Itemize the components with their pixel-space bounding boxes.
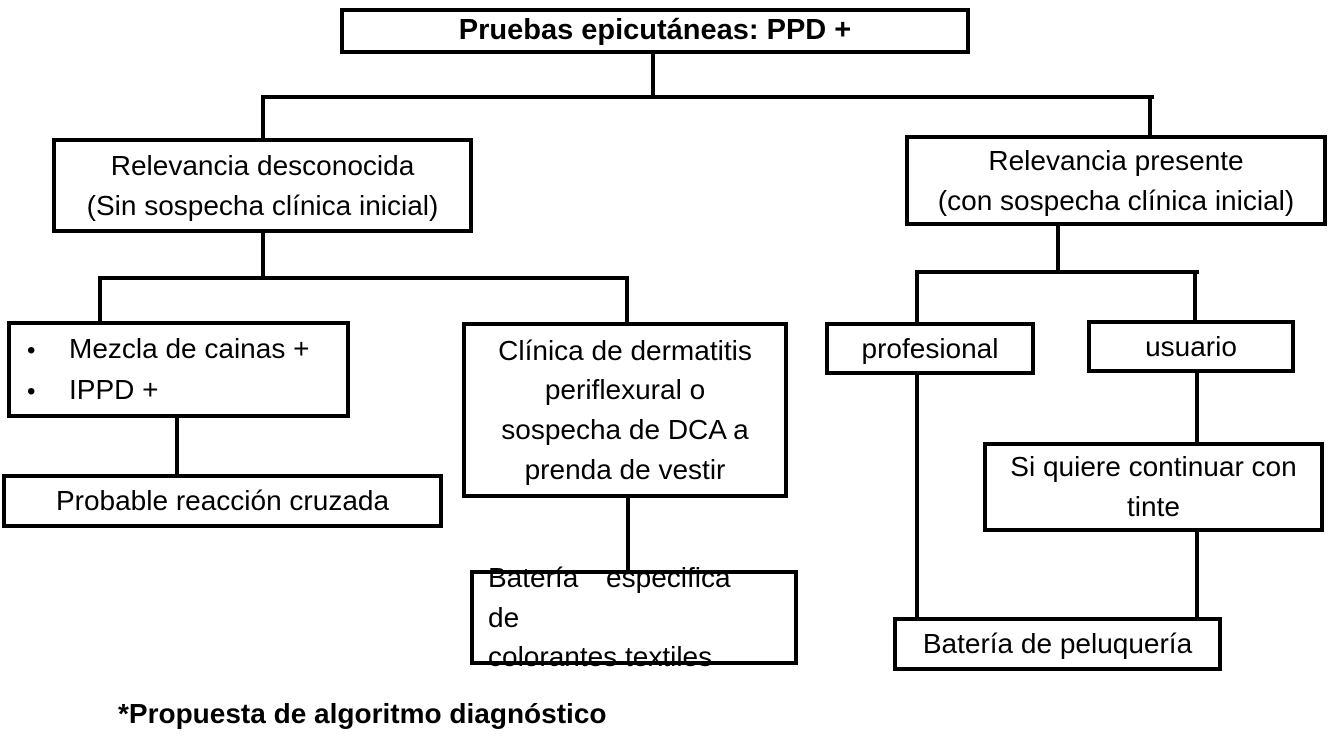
bullet-item-ippd-label: IPPD + <box>69 373 159 405</box>
connector-unknown-stem <box>261 233 265 278</box>
node-probable-reaccion-cruzada-label: Probable reacción cruzada <box>55 485 390 517</box>
node-bateria-colorantes-textiles: Batería especifica de colorantes textile… <box>470 562 798 672</box>
node-profesional-label: profesional <box>861 332 999 364</box>
connector-drop-present <box>1148 95 1152 137</box>
node-bateria-peluqueria-label: Batería de peluquería <box>922 628 1193 660</box>
node-bateria-colorantes-textiles-line2: colorantes textiles <box>488 641 713 673</box>
node-si-quiere-continuar-tinte: Si quiere continuar con tinte <box>983 442 1324 532</box>
node-usuario-label: usuario <box>1145 330 1237 362</box>
node-si-quiere-continuar-tinte-line2: tinte <box>1127 491 1180 522</box>
bullet-icon: • <box>27 336 36 364</box>
node-pruebas-epicutaneas: Pruebas epicutáneas: PPD + <box>340 8 970 54</box>
node-bateria-colorantes-textiles-line1: Batería especifica de <box>488 561 731 633</box>
node-profesional: profesional <box>825 322 1035 375</box>
node-clinica-dermatitis-line1: Clínica de dermatitis <box>498 334 752 366</box>
node-probable-reaccion-cruzada: Probable reacción cruzada <box>2 474 443 528</box>
connector-level2-left-horizontal <box>98 276 629 280</box>
node-relevancia-presente-line2: (con sospecha clínica inicial) <box>937 184 1295 216</box>
connector-level1-horizontal <box>262 95 1154 99</box>
footnote: *Propuesta de algoritmo diagnóstico <box>118 698 607 729</box>
node-usuario: usuario <box>1087 320 1295 373</box>
node-relevancia-presente-line1: Relevancia presente <box>988 144 1244 176</box>
connector-root-stem <box>651 54 655 97</box>
connector-present-stem <box>1056 226 1060 272</box>
node-clinica-dermatitis-line3: sospecha de DCA a <box>501 414 749 445</box>
connector-drop-clinical <box>625 276 629 324</box>
connector-drop-usuario <box>1193 270 1197 322</box>
bullet-item-mezcla-label: Mezcla de cainas + <box>69 332 310 364</box>
connector-mixes-to-cross <box>175 418 179 476</box>
bullet-icon: • <box>27 377 36 405</box>
connector-clinical-to-textiles <box>626 498 630 572</box>
node-relevancia-desconocida-line2: (Sin sospecha clínica inicial) <box>86 189 439 221</box>
node-bateria-peluqueria: Batería de peluquería <box>893 617 1222 671</box>
connector-profesional-to-peluqueria <box>915 375 919 619</box>
connector-tinte-to-peluqueria <box>1195 532 1199 619</box>
node-relevancia-desconocida: Relevancia desconocida (Sin sospecha clí… <box>52 138 473 233</box>
node-pruebas-epicutaneas-label: Pruebas epicutáneas: PPD + <box>458 14 852 47</box>
node-relevancia-presente: Relevancia presente (con sospecha clínic… <box>905 135 1327 226</box>
node-clinica-dermatitis-line4: prenda de vestir <box>524 453 726 485</box>
node-si-quiere-continuar-tinte-line1: Si quiere continuar con <box>1010 451 1297 483</box>
node-clinica-dermatitis-line2: periflexural o <box>544 374 706 406</box>
node-clinica-dermatitis: Clínica de dermatitis periflexural o sos… <box>462 322 788 498</box>
node-relevancia-desconocida-line1: Relevancia desconocida <box>110 149 415 181</box>
connector-drop-profesional <box>915 270 919 324</box>
connector-drop-unknown <box>261 95 265 140</box>
node-mezcla-cainas-ippd: • Mezcla de cainas + • IPPD + <box>7 321 350 418</box>
connector-drop-mixes <box>98 276 102 323</box>
bullet-item-mezcla: • Mezcla de cainas + <box>27 329 346 370</box>
bullet-item-ippd: • IPPD + <box>27 370 346 411</box>
connector-usuario-to-tinte <box>1195 373 1199 444</box>
connector-level2-right-horizontal <box>915 270 1199 274</box>
